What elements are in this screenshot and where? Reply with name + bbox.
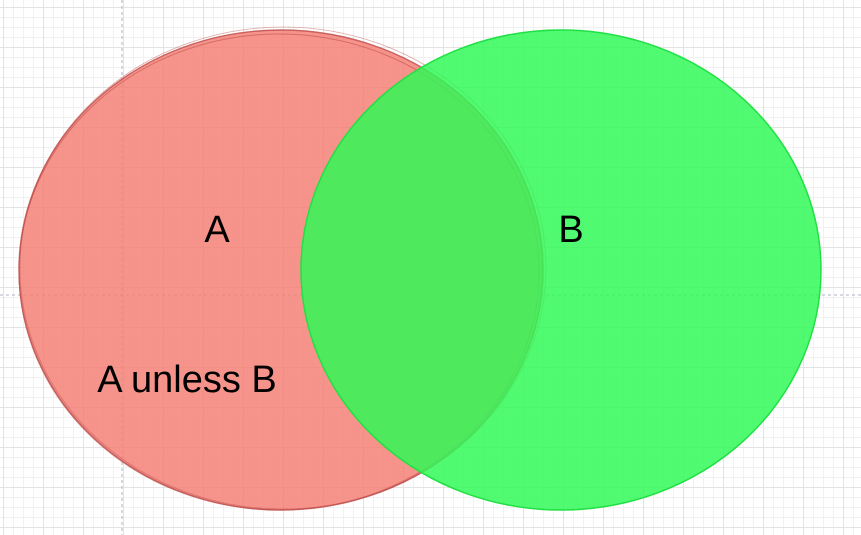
a-unless-b-label: A unless B xyxy=(97,359,277,401)
circle-b-fill xyxy=(300,29,822,511)
circle-a-label: A xyxy=(204,209,230,251)
circle-b-label: B xyxy=(558,209,583,251)
circle-b[interactable] xyxy=(300,29,822,511)
